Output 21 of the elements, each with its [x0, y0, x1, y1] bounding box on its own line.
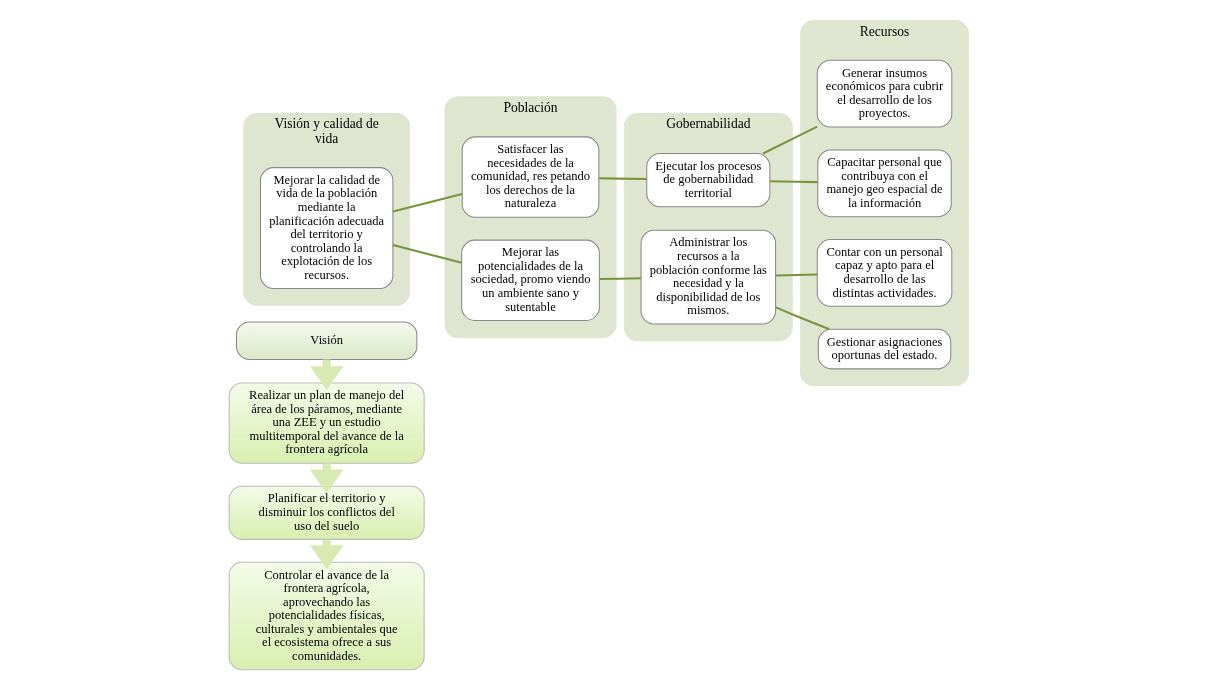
- node-box: Gestionar asignaciones oportunas del estado.: [817, 328, 952, 370]
- connector: [770, 180, 818, 184]
- connector: [762, 125, 818, 155]
- node-box: Realizar un plan de manejo del área de los páramos, mediante una ZEE y un estudio multitemporal del avance de la frontera agrícola: [228, 382, 425, 464]
- node-box: Ejecutar los procesos de gobernabilidad territorial: [646, 153, 771, 208]
- node-box: Satisfacer las necesidades de la comunidad, res petando los derechos de la naturaleza: [461, 136, 600, 218]
- node-box: Controlar el avance de la frontera agrícola, aprovechando las potencialidades físicas, culturales y ambientales que el ecosistema ofrece a sus comunidades.: [228, 561, 425, 671]
- connector: [392, 243, 462, 264]
- connector: [775, 273, 818, 277]
- connector: [392, 193, 463, 213]
- node-box: Visión: [235, 321, 418, 361]
- node-box: Planificar el territorio y disminuir los conflictos del uso del suelo: [228, 485, 425, 540]
- connector: [599, 177, 647, 181]
- node-box: Generar insumos económicos para cubrir el desarrollo de los proyectos.: [816, 59, 953, 128]
- node-box: Mejorar la calidad de vida de la población mediante la planificación adecuada del territorio y controlando la explotación de los recursos.: [259, 167, 394, 290]
- node-box: Administrar los recursos a la población conforme las necesidad y la disponibilidad de los mismos.: [640, 229, 777, 325]
- connector: [599, 277, 641, 281]
- node-box: Capacitar personal que contribuya con el manejo geo espacial de la información: [817, 149, 952, 218]
- node-box: Contar con un personal capaz y apto para el desarrollo de las distintas actividades.: [816, 239, 953, 307]
- node-box: Mejorar las potencialidades de la sociedad, promo viendo un ambiente sano y sutentable: [461, 239, 600, 321]
- connector: [775, 306, 830, 331]
